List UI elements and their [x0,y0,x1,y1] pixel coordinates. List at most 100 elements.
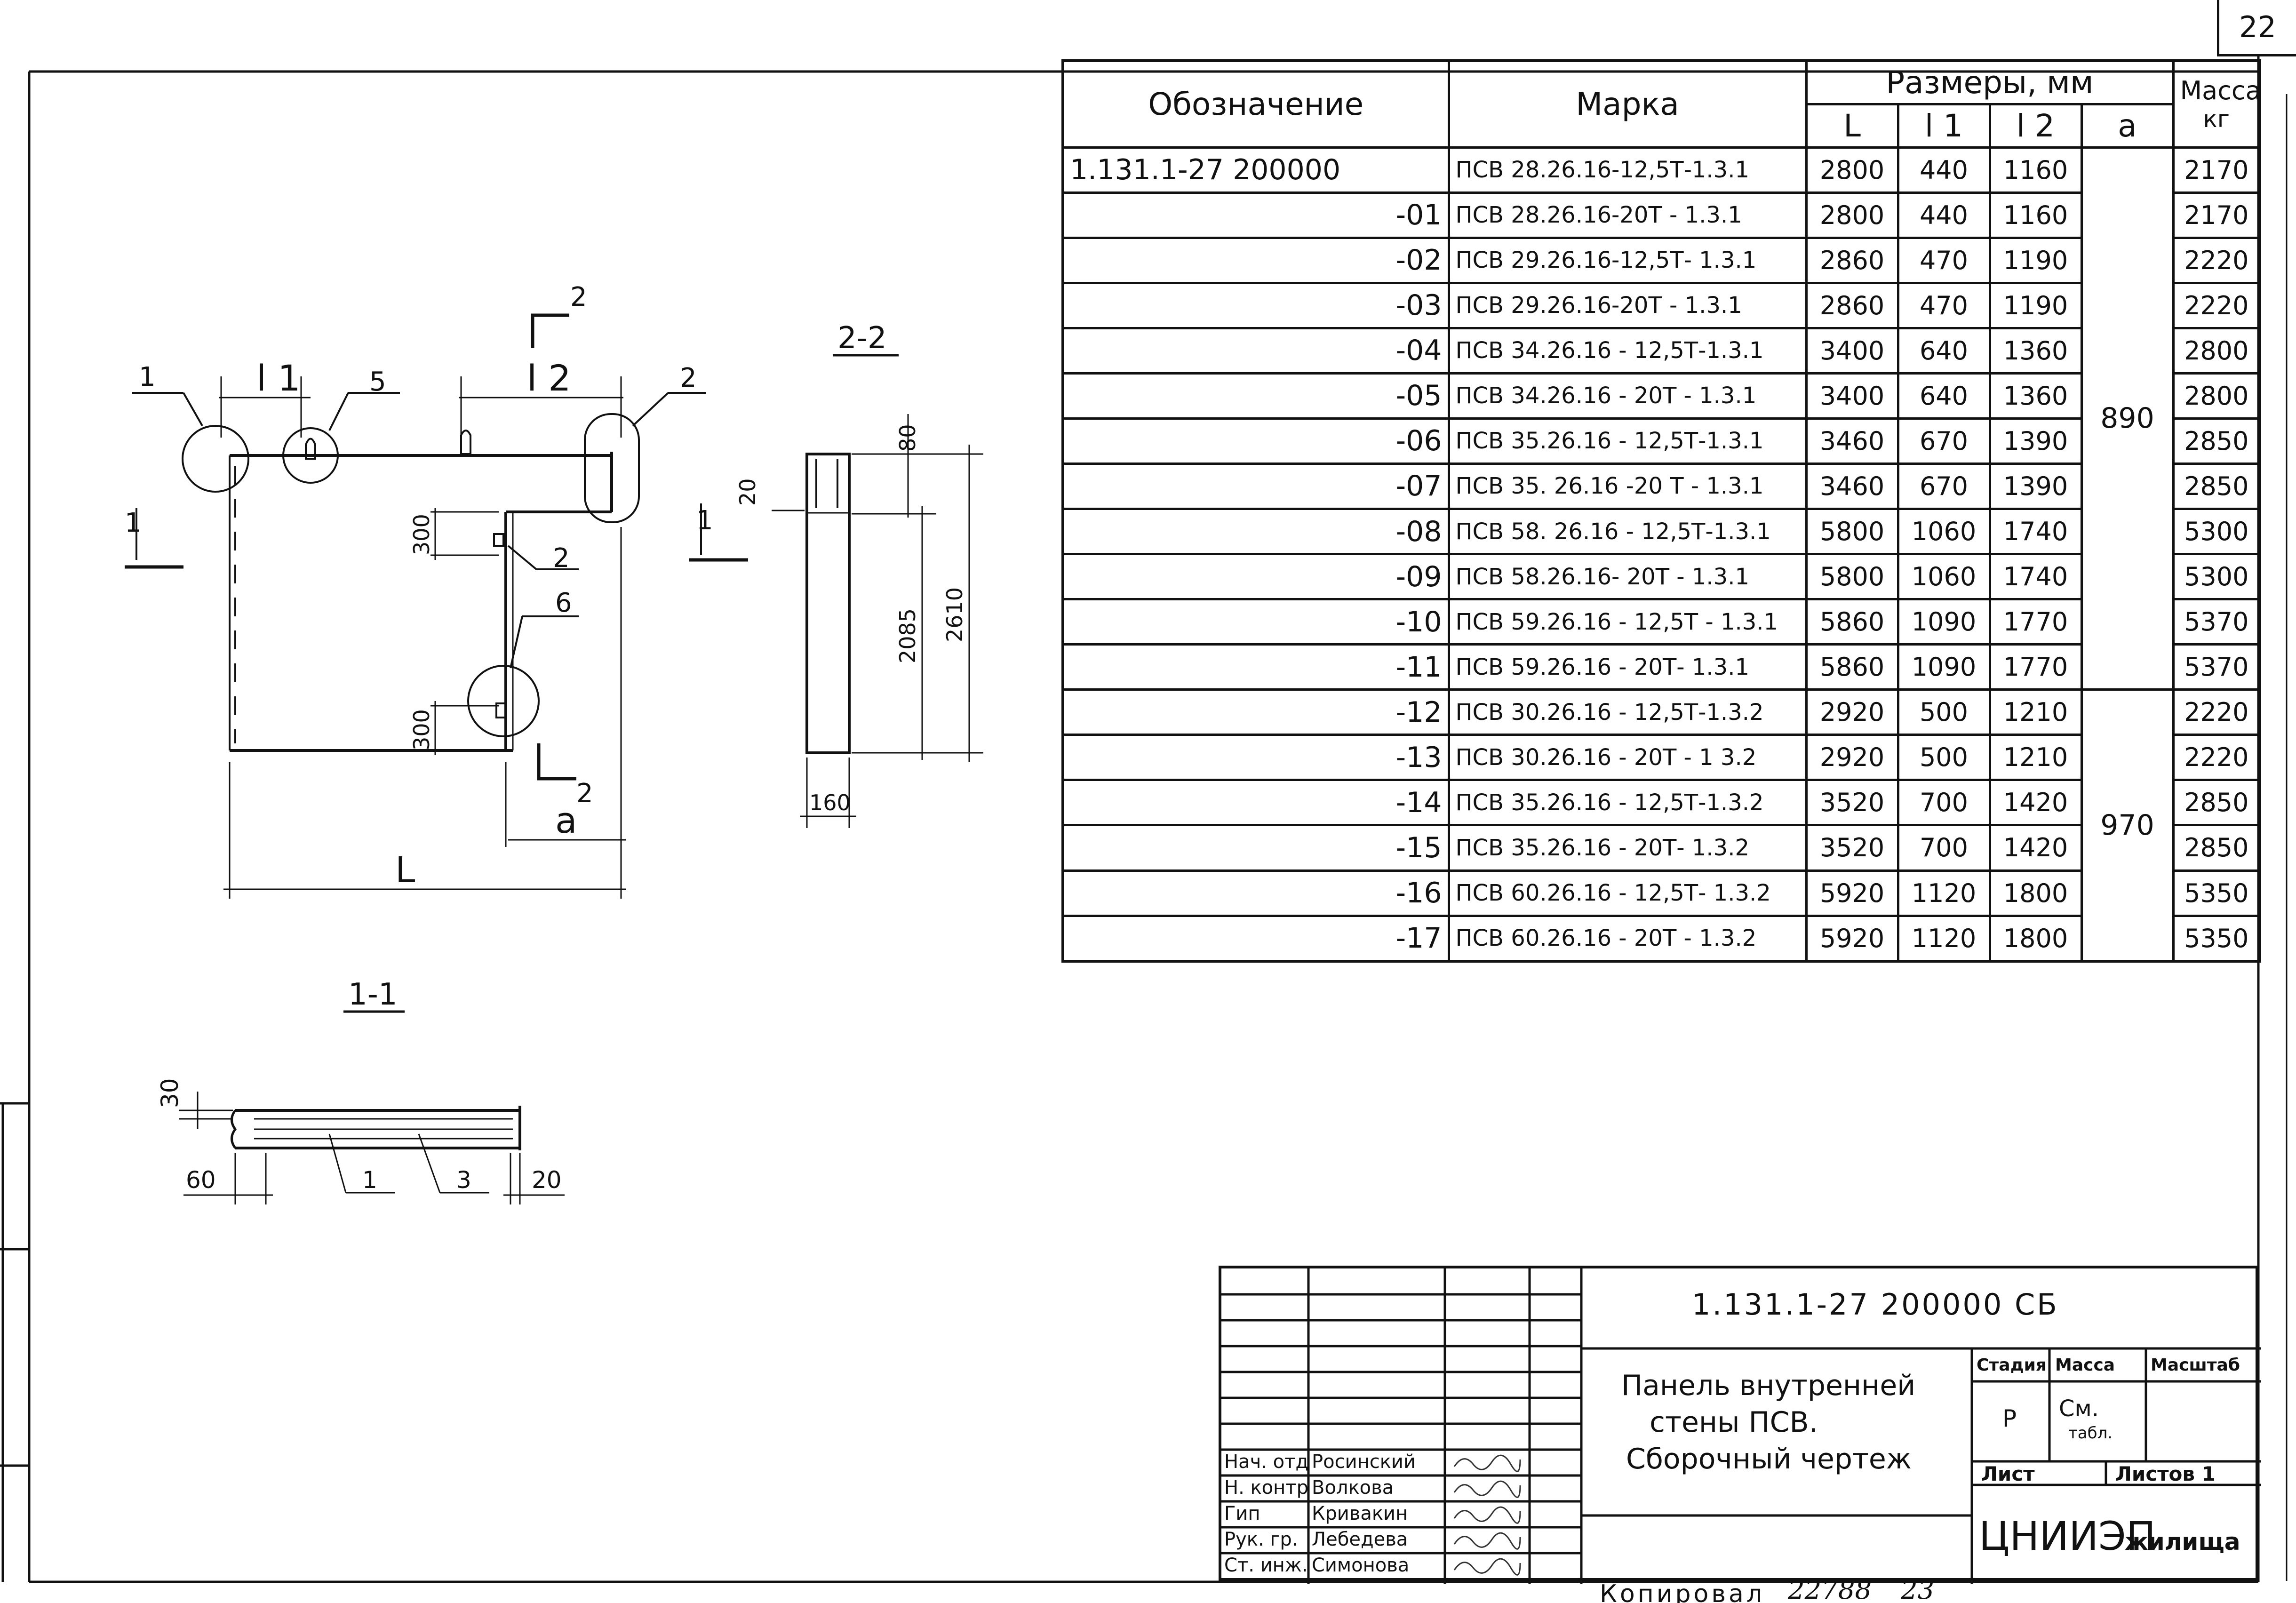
callout-leaders [132,392,706,669]
l1-cell: 500 [1897,688,1991,736]
mark-cell: ПСВ 35. 26.16 -20 Т - 1.3.1 [1447,462,1808,510]
mass-value-2: табл. [2068,1424,2113,1443]
designation-cell: -02 [1061,236,1450,284]
mass-cell: 5370 [2172,643,2261,691]
section-1-right-label: 1 [696,505,713,536]
l1-cell: 1090 [1897,598,1991,646]
l2-cell: 1210 [1988,688,2083,736]
dim-2085: 2085 [895,608,920,663]
mark-cell: ПСВ 58. 26.16 - 12,5Т-1.3.1 [1447,507,1808,556]
l1-cell: 1090 [1897,643,1991,691]
l2-cell: 1770 [1988,643,2083,691]
mass-cell: 2220 [2172,281,2261,329]
designation-cell: -11 [1061,643,1450,691]
mass-cell: 5350 [2172,869,2261,917]
dim-l1: l 1 [256,357,301,399]
l1-cell: 700 [1897,779,1991,827]
designation-cell: -03 [1061,281,1450,329]
l1-cell: 440 [1897,191,1991,239]
panel-outline [229,452,613,752]
l1-cell: 640 [1897,327,1991,375]
signature-name: Росинский [1312,1451,1416,1473]
signature-role: Н. контр [1224,1477,1308,1499]
l1-cell: 1120 [1897,869,1991,917]
callout-3-s11: 3 [456,1166,471,1194]
l1-cell: 1060 [1897,553,1991,601]
L-cell: 3520 [1805,824,1899,872]
L-cell: 5800 [1805,553,1899,601]
dim-20-s22: 20 [735,478,760,506]
header-mark: Марка [1447,59,1808,149]
l2-cell: 1420 [1988,779,2083,827]
title-block-grid [1221,1268,2261,1584]
mass-cell: 5350 [2172,914,2261,963]
l2-cell: 1190 [1988,236,2083,284]
l1-cell: 1060 [1897,507,1991,556]
mass-cell: 2850 [2172,779,2261,827]
mass-cell: 2800 [2172,372,2261,420]
header-a: a [2080,103,2175,149]
organization: ЦНИИЭП [1979,1513,2156,1559]
section-2-2: 2-2 80 20 2085 2610 160 [735,321,983,828]
L-cell: 2920 [1805,734,1899,782]
designation-cell: -13 [1061,734,1450,782]
callout-2-top: 2 [680,363,697,393]
scale-label: Масштаб [2151,1356,2240,1375]
header-mass-label: Масса, [2180,75,2260,105]
sheets-label: Листов 1 [2115,1462,2216,1485]
dim-80: 80 [895,424,920,452]
detail-circles [182,413,640,737]
l2-cell: 1770 [1988,598,2083,646]
L-cell: 5800 [1805,507,1899,556]
mass-cell: 2850 [2172,824,2261,872]
specification-table: Обозначение Марка Размеры, мм Масса, кг … [1061,59,2262,963]
l2-cell: 1390 [1988,462,2083,510]
section-2-bottom-label: 2 [576,778,593,809]
L-cell: 3460 [1805,417,1899,465]
L-cell: 2920 [1805,688,1899,736]
dim-l2: l 2 [527,357,571,399]
section-2-2-dims [772,414,983,828]
dim-60: 60 [186,1166,216,1194]
l2-cell: 1190 [1988,281,2083,329]
mass-cell: 5370 [2172,598,2261,646]
mass-cell: 2800 [2172,327,2261,375]
dim-160: 160 [809,790,851,815]
section-2-2-body [805,453,851,754]
designation-cell: -04 [1061,327,1450,375]
sheet-label: Лист [1981,1462,2035,1485]
mass-cell: 2850 [2172,417,2261,465]
header-L: L [1805,103,1899,149]
section-1-left-label: 1 [125,508,142,538]
mark-cell: ПСВ 28.26.16-12,5Т-1.3.1 [1447,146,1808,194]
dim-L: L [395,849,415,891]
designation-cell: -16 [1061,869,1450,917]
designation-cell: -14 [1061,779,1450,827]
header-l1: l 1 [1897,103,1991,149]
mass-cell: 2220 [2172,734,2261,782]
section-1-1-dims [179,1092,565,1204]
mass-cell: 2220 [2172,236,2261,284]
mark-cell: ПСВ 35.26.16 - 12,5Т-1.3.1 [1447,417,1808,465]
mass-cell: 2170 [2172,191,2261,239]
mark-cell: ПСВ 28.26.16-20Т - 1.3.1 [1447,191,1808,239]
callout-6: 6 [555,588,572,618]
L-cell: 3400 [1805,372,1899,420]
l1-cell: 440 [1897,146,1991,194]
L-cell: 5860 [1805,598,1899,646]
dim-a: a [555,799,577,841]
designation-cell: -06 [1061,417,1450,465]
document-title-line-1: Панель внутренней [1621,1369,1916,1402]
callout-1-s11: 1 [362,1166,377,1194]
document-title-line-3: Сборочный чертеж [1626,1443,1912,1475]
designation-cell: -17 [1061,914,1450,963]
